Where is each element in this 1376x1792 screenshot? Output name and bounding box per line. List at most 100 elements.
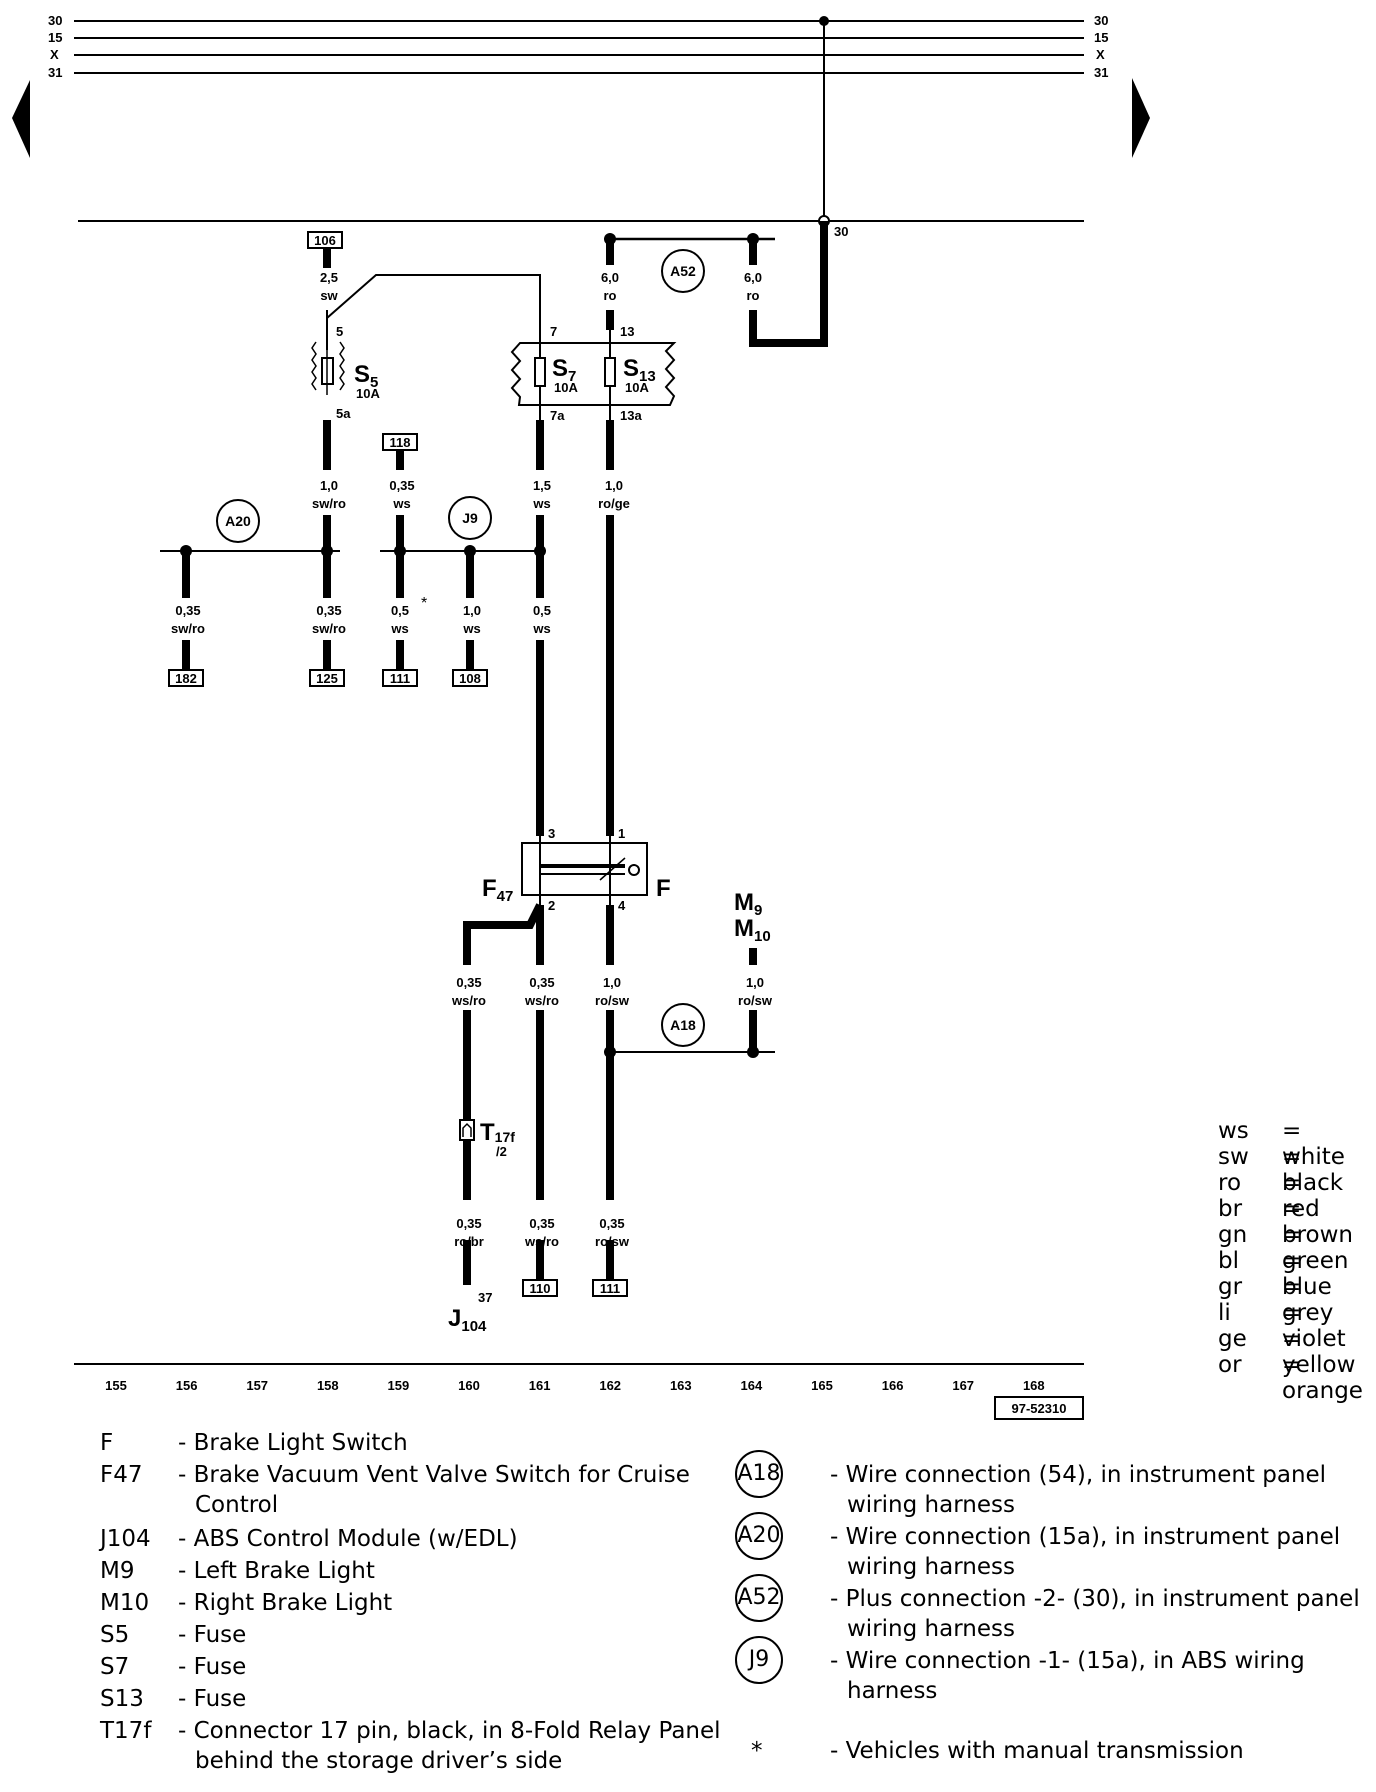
connection-a18-label: A18 [670, 1017, 696, 1033]
wire-color: sw/ro [171, 621, 205, 636]
junction-dot [604, 1046, 616, 1058]
track-number: 166 [882, 1378, 904, 1393]
junction-dot [747, 233, 759, 245]
track-number: 163 [670, 1378, 692, 1393]
wire-color: ws/ro [524, 993, 559, 1008]
wire-size: 1,0 [746, 975, 764, 990]
a52-wiring [606, 221, 828, 347]
connection-a52-label: A52 [670, 263, 696, 279]
s13-name: S13 [623, 355, 656, 385]
wire-size: 0,35 [529, 1216, 554, 1231]
j104-name: J104 [448, 1305, 487, 1335]
junction-dot [604, 233, 616, 245]
pin-5: 5 [336, 324, 343, 339]
legend-desc: - Connector 17 pin, black, in 8-Fold Rel… [178, 1718, 721, 1744]
connection-a52-badge [661, 249, 705, 293]
ref-110: 110 [530, 1281, 551, 1296]
wire-size: 1,0 [605, 478, 623, 493]
legend-desc: - Wire connection (54), in instrument pa… [830, 1462, 1327, 1488]
color-abbr: gn [1218, 1222, 1248, 1248]
legend-code: S7 [100, 1654, 130, 1680]
ref-108: 108 [459, 671, 481, 686]
wire-color: ws/ro [524, 1234, 559, 1249]
wire-size: 1,0 [603, 975, 621, 990]
color-abbr: br [1218, 1196, 1243, 1222]
wire-color: ws [532, 621, 550, 636]
pin-3: 3 [548, 826, 555, 841]
ref-111: 111 [390, 671, 410, 686]
wire-size: 6,0 [744, 270, 762, 285]
legend-code: M10 [100, 1590, 150, 1616]
color-name: = orange [1282, 1352, 1363, 1404]
bus-label-31-right: 31 [1094, 65, 1108, 80]
m9-name: M9 [734, 889, 762, 919]
f47-name: F47 [482, 875, 513, 905]
legend-desc: - Right Brake Light [178, 1590, 393, 1616]
junction-dot [534, 545, 546, 557]
wire-size: 2,5 [320, 270, 338, 285]
wire-color: ws [392, 496, 410, 511]
legend-desc: - Fuse [178, 1622, 247, 1648]
legend-desc: - Wire connection (15a), in instrument p… [830, 1524, 1341, 1550]
bus-label-30-right: 30 [1094, 13, 1108, 28]
wire-size: 0,35 [529, 975, 554, 990]
legend-desc-cont: Control [195, 1492, 279, 1518]
wire-size: 0,35 [456, 975, 481, 990]
color-name: = green [1282, 1222, 1349, 1274]
bus-labels-left: 30 15 X 31 [48, 13, 62, 80]
s5-rating: 10A [356, 386, 380, 401]
wire-size: 1,5 [533, 478, 551, 493]
wire-color: ws/ro [451, 993, 486, 1008]
connection-badge: A20 [735, 1512, 783, 1560]
legend-desc-cont: wiring harness [847, 1554, 1015, 1580]
bus-label-x-right: X [1096, 47, 1105, 62]
color-abbr: ro [1218, 1170, 1242, 1196]
wire-color: ws [390, 621, 408, 636]
connection-badge: J9 [735, 1636, 783, 1684]
lower-wires [463, 903, 757, 1285]
s7-name: S7 [552, 355, 576, 385]
asterisk-mark: * [421, 595, 427, 612]
legend-desc: - Brake Light Switch [178, 1430, 408, 1456]
arrow-right-icon[interactable] [1132, 78, 1150, 158]
s5-to-s7-wire [326, 274, 541, 333]
wire-color: ro/sw [595, 993, 630, 1008]
connection-a20-label: A20 [225, 513, 251, 529]
legend-desc: - ABS Control Module (w/EDL) [178, 1526, 518, 1552]
wire-size: 0,35 [175, 603, 200, 618]
wire-size: 6,0 [601, 270, 619, 285]
ref-106: 106 [314, 233, 336, 248]
legend-desc: - Fuse [178, 1654, 247, 1680]
wire-size: 1,0 [463, 603, 481, 618]
wire-color: sw/ro [312, 496, 346, 511]
color-name: = grey [1282, 1274, 1334, 1326]
track-number: 165 [811, 1378, 833, 1393]
wire-size: 0,35 [456, 1216, 481, 1231]
color-abbr: gr [1218, 1274, 1243, 1300]
track-number: 157 [246, 1378, 268, 1393]
ref-182: 182 [175, 671, 197, 686]
arrow-left-icon[interactable] [12, 80, 30, 158]
legend-code: M9 [100, 1558, 135, 1584]
legend-desc-cont: wiring harness [847, 1492, 1015, 1518]
doc-id-box [994, 1396, 1084, 1420]
junction-dot [321, 545, 333, 557]
color-name: = violet [1282, 1300, 1346, 1352]
ref-box-182 [168, 669, 204, 687]
color-abbr: li [1218, 1300, 1231, 1326]
color-abbr: sw [1218, 1144, 1249, 1170]
color-name: = blue [1282, 1248, 1332, 1300]
pin-7a: 7a [550, 408, 565, 423]
legend-desc: - Fuse [178, 1686, 247, 1712]
connection-badge: A52 [735, 1574, 783, 1622]
bus-label-15-right: 15 [1094, 30, 1108, 45]
wire-size: 1,0 [320, 478, 338, 493]
bus-label-31-left: 31 [48, 65, 62, 80]
track-number: 158 [317, 1378, 339, 1393]
legend-desc: - Left Brake Light [178, 1558, 375, 1584]
fuse-s7 [534, 357, 546, 387]
ref-box-111 [592, 1279, 628, 1297]
track-number: 162 [599, 1378, 621, 1393]
